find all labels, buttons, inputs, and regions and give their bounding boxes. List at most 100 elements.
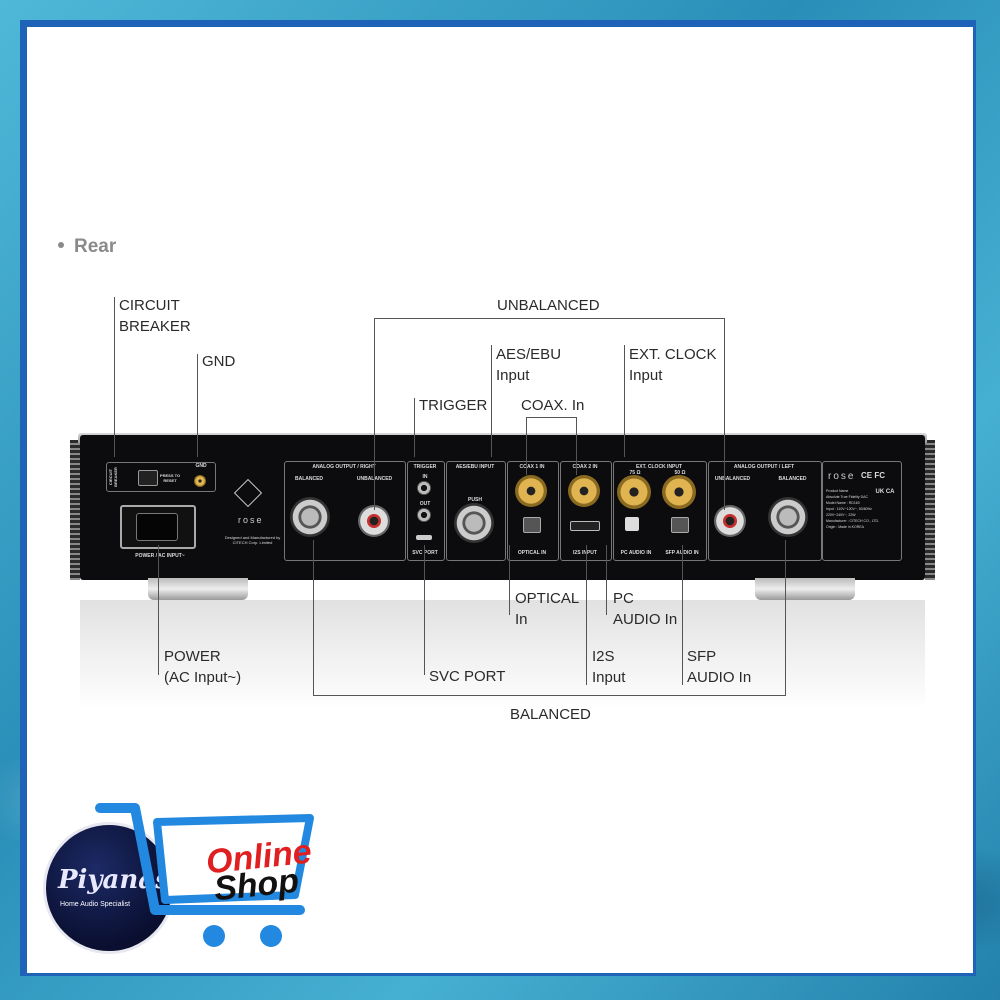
line-aes-ebu — [491, 345, 492, 457]
aes-ebu-panel-label: AES/EBU INPUT — [455, 464, 495, 470]
callout-circuit-breaker-line1: CIRCUIT — [119, 297, 180, 314]
callout-sfp: SFP AUDIO In — [687, 646, 751, 688]
plate-rose-logo: rose — [828, 471, 856, 482]
ext-clock-label: EXT. CLOCK INPUT — [635, 464, 683, 470]
ohm75-label: 75 Ω — [629, 470, 641, 476]
xlr-out-right[interactable] — [290, 497, 330, 537]
i2s-input[interactable] — [570, 521, 600, 531]
line-unbalanced-right — [724, 318, 725, 510]
line-balanced-right — [785, 540, 786, 695]
line-coax-top — [526, 417, 576, 418]
callout-ext-clock-line2: Input — [629, 367, 663, 384]
heatsink-fins-left — [70, 440, 80, 580]
plate-line-6: Manufacturer : CITECH CO., LTD. — [826, 519, 880, 523]
line-i2s — [586, 545, 587, 685]
callout-power-line2: (AC Input~) — [164, 669, 242, 686]
line-circuit-breaker — [114, 297, 115, 457]
callout-i2s: I2S Input — [592, 646, 625, 688]
plate-line-3: Model Name : RD160 — [826, 501, 860, 505]
trigger-out-jack[interactable] — [417, 508, 431, 522]
press-to-reset-label: PRESS TO RESET — [159, 473, 181, 483]
line-balanced-left — [313, 540, 314, 695]
optical-label: OPTICAL IN — [517, 550, 547, 556]
callout-optical-line1: OPTICAL — [515, 590, 580, 607]
callout-gnd: GND — [202, 353, 236, 370]
ext-clock-75-input[interactable] — [617, 475, 651, 509]
line-unbalanced-left — [374, 318, 375, 510]
callout-aes-ebu-line1: AES/EBU — [496, 346, 562, 363]
ext-clock-panel — [613, 461, 707, 561]
callout-pc-audio-line1: PC — [613, 590, 634, 607]
balanced-r-label: BALANCED — [294, 476, 324, 482]
analog-out-left-panel — [708, 461, 822, 561]
coax1-input[interactable] — [515, 475, 547, 507]
cart-wheel-right — [260, 925, 282, 947]
section-title: Rear — [74, 236, 117, 257]
breaker-label: CIRCUIT BREAKER — [108, 467, 118, 487]
line-coax-left — [526, 417, 527, 475]
plate-line-2: Absolute True Fidelity DAC — [826, 495, 869, 499]
trigger-in-label: IN — [422, 474, 428, 480]
designed-by-label: Designed and Manufactured by CITECH Corp… — [224, 535, 281, 545]
coax1-label: COAX 1 IN — [519, 464, 545, 470]
plate-line-7: Origin : Made in KOREA — [826, 525, 864, 529]
cart-wheel-left — [203, 925, 225, 947]
callout-pc-audio-line2: AUDIO In — [613, 611, 678, 628]
foot-right — [755, 578, 855, 600]
ac-socket — [136, 513, 178, 541]
shopping-cart-icon — [95, 803, 314, 915]
ext-clock-50-input[interactable] — [662, 475, 696, 509]
callout-i2s-line1: I2S — [592, 648, 615, 665]
callout-sfp-line2: AUDIO In — [687, 669, 752, 686]
callout-optical-line2: In — [515, 611, 528, 628]
callout-ext-clock: EXT. CLOCK Input — [629, 344, 717, 386]
line-power — [158, 545, 159, 675]
coax1-panel — [507, 461, 559, 561]
breaker-panel — [106, 462, 216, 492]
trigger-panel — [407, 461, 445, 561]
rose-emblem-icon — [233, 478, 263, 508]
callout-sfp-line1: SFP — [687, 648, 717, 665]
section-heading: Rear — [58, 236, 116, 258]
aes-ebu-xlr-input[interactable] — [454, 503, 494, 543]
callout-i2s-line2: Input — [592, 669, 626, 686]
line-pc-audio — [606, 545, 607, 615]
foot-left — [148, 578, 248, 600]
callout-svc-port: SVC PORT — [429, 668, 506, 685]
svc-usb-port[interactable] — [416, 535, 432, 540]
callout-circuit-breaker: CIRCUIT BREAKER — [119, 295, 191, 337]
heatsink-fins-right — [925, 440, 935, 580]
coax2-input[interactable] — [568, 475, 600, 507]
trigger-panel-label: TRIGGER — [413, 464, 437, 470]
analog-out-left-label: ANALOG OUTPUT / LEFT — [733, 464, 795, 470]
rca-out-left[interactable] — [714, 505, 746, 537]
line-sfp — [682, 545, 683, 685]
pc-audio-label: PC AUDIO IN — [620, 550, 652, 556]
callout-aes-ebu: AES/EBU Input — [496, 344, 561, 386]
pc-usb-input[interactable] — [625, 517, 639, 531]
ce-fc-marks: CE FC — [861, 471, 885, 480]
balanced-l-label: BALANCED — [778, 476, 807, 482]
trigger-in-jack[interactable] — [417, 481, 431, 495]
callout-optical: OPTICAL In — [515, 588, 579, 630]
plate-line-5: 220V~240V~, 22W — [826, 513, 856, 517]
callout-unbalanced: UNBALANCED — [497, 297, 600, 314]
breaker-button[interactable] — [138, 470, 158, 486]
line-trigger — [414, 398, 415, 457]
ac-inlet[interactable] — [120, 505, 196, 549]
callout-power: POWER (AC Input~) — [164, 646, 241, 688]
line-coax-right — [576, 417, 577, 475]
analog-out-right-label: ANALOG OUTPUT / RIGHT — [312, 464, 376, 470]
rca-out-right[interactable] — [358, 505, 390, 537]
line-gnd — [197, 354, 198, 457]
sfp-audio-input[interactable] — [671, 517, 689, 533]
callout-balanced: BALANCED — [510, 706, 591, 723]
line-optical — [509, 545, 510, 615]
xlr-out-left[interactable] — [768, 497, 808, 537]
gnd-terminal[interactable] — [194, 475, 206, 487]
callout-coax: COAX. In — [521, 397, 585, 414]
svc-port-label: SVC PORT — [412, 550, 438, 556]
store-tagline: Home Audio Specialist — [60, 901, 131, 908]
rose-logo-text: rose — [238, 515, 264, 525]
optical-input[interactable] — [523, 517, 541, 533]
